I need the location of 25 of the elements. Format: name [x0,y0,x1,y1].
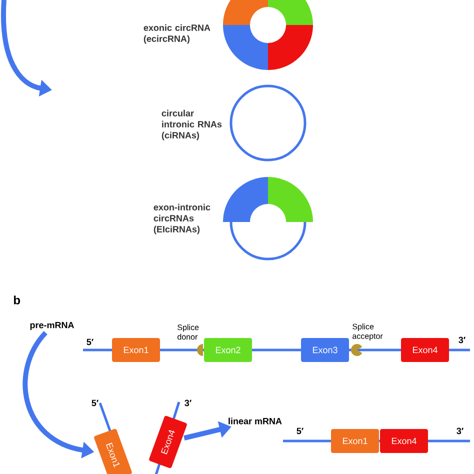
text-label: pre-mRNA [30,322,74,330]
end-label: 5′ [296,428,304,434]
exon-box: Exon1 [112,338,160,362]
ring-label: exon-intronic circRNAs (EIciRNAs) [154,204,210,234]
ring-label: exonic circRNA (ecircRNA) [144,24,210,44]
circular-rna-drawing [223,0,313,70]
end-label: 3′ [458,336,466,344]
panel-letter: b [14,296,20,304]
annotation-text: Splice donor [178,324,199,340]
exon-box: Exon3 [301,338,349,362]
exon-box: Exon4 [149,416,187,468]
annotation-text: Splice acceptor [352,324,383,340]
circular-rna-drawing [230,84,306,162]
exon-box: Exon1 [94,428,132,474]
end-label: 3′ [456,428,464,434]
exon-box: Exon1 [331,429,379,453]
exon-box: Exon4 [401,338,449,362]
exon-box: Exon2 [204,338,252,362]
text-label: linear mRNA [228,418,282,424]
ring-label: circular intronic RNAs (ciRNAs) [162,110,222,140]
exon-box: Exon4 [380,429,428,453]
end-label: 5′ [92,400,98,406]
end-label: 3′ [184,400,192,406]
end-label: 5′ [86,338,94,346]
circular-rna-drawing [223,177,313,260]
